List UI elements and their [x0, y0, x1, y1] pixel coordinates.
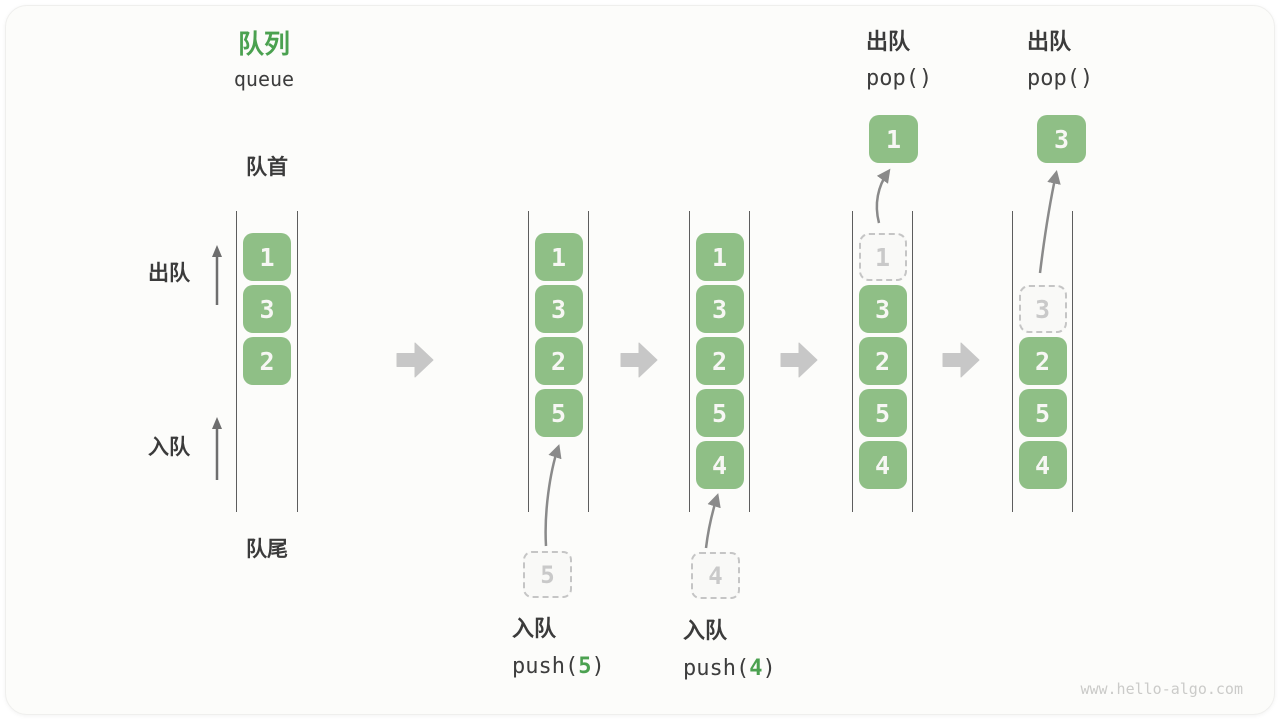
title-en: queue — [233, 66, 295, 91]
queue-box: 5 — [534, 389, 583, 437]
queue-box: 2 — [534, 337, 583, 385]
watermark: www.hello-algo.com — [1080, 680, 1243, 698]
queue-box-dashed: 1 — [858, 233, 907, 281]
queue-box: 5 — [1018, 389, 1067, 437]
queue-box: 3 — [243, 285, 291, 333]
enqueue-label: 入队 — [148, 435, 190, 459]
queue-box: 4 — [1018, 441, 1067, 489]
push-5-code-arg: 5 — [578, 654, 592, 680]
queue-box: 2 — [858, 337, 907, 385]
dequeue-label: 出队 — [148, 261, 190, 285]
queue-rear-label: 队尾 — [246, 537, 288, 561]
pop-1-caption: 出队 pop() — [866, 30, 933, 92]
pop-2-code: pop() — [1027, 66, 1094, 92]
push-5-caption: 入队 push(5) — [512, 617, 605, 679]
queue-box: 3 — [858, 285, 907, 333]
queue-box: 1 — [534, 233, 583, 281]
title-zh: 队列 — [237, 30, 290, 60]
queue-front-label: 队首 — [246, 155, 288, 179]
push-4-code-suffix: ) — [762, 656, 776, 682]
queue-box: 3 — [695, 285, 744, 333]
push-5-code: push(5) — [512, 655, 605, 679]
push-5-code-prefix: push( — [512, 654, 579, 680]
queue-box: 4 — [695, 441, 744, 489]
push-4-code-arg: 4 — [749, 656, 763, 682]
popped-box-1: 1 — [869, 115, 918, 163]
pop-2-label: 出队 — [1027, 30, 1072, 55]
queue-box: 2 — [1018, 337, 1067, 385]
queue-box: 3 — [534, 285, 583, 333]
diagram-title: 队列 queue — [204, 31, 324, 90]
pop-1-label: 出队 — [866, 30, 911, 55]
queue-box-dashed: 3 — [1018, 285, 1067, 333]
queue-box: 2 — [243, 337, 291, 385]
push-5-label: 入队 — [512, 617, 557, 642]
push-4-code: push(4) — [683, 657, 776, 681]
push-4-label: 入队 — [683, 619, 728, 644]
pending-box-5: 5 — [523, 551, 572, 598]
pop-2-caption: 出队 pop() — [1027, 30, 1094, 92]
pending-box-4: 4 — [691, 552, 740, 599]
queue-box: 5 — [858, 389, 907, 437]
queue-box: 1 — [695, 233, 744, 281]
push-5-code-suffix: ) — [591, 654, 605, 680]
popped-box-3: 3 — [1037, 115, 1086, 163]
push-4-caption: 入队 push(4) — [683, 619, 776, 681]
queue-box: 2 — [695, 337, 744, 385]
push-4-code-prefix: push( — [683, 656, 750, 682]
queue-box: 5 — [695, 389, 744, 437]
queue-box: 4 — [858, 441, 907, 489]
queue-box: 1 — [243, 233, 291, 281]
pop-1-code: pop() — [866, 66, 933, 92]
diagram-card — [5, 5, 1275, 715]
